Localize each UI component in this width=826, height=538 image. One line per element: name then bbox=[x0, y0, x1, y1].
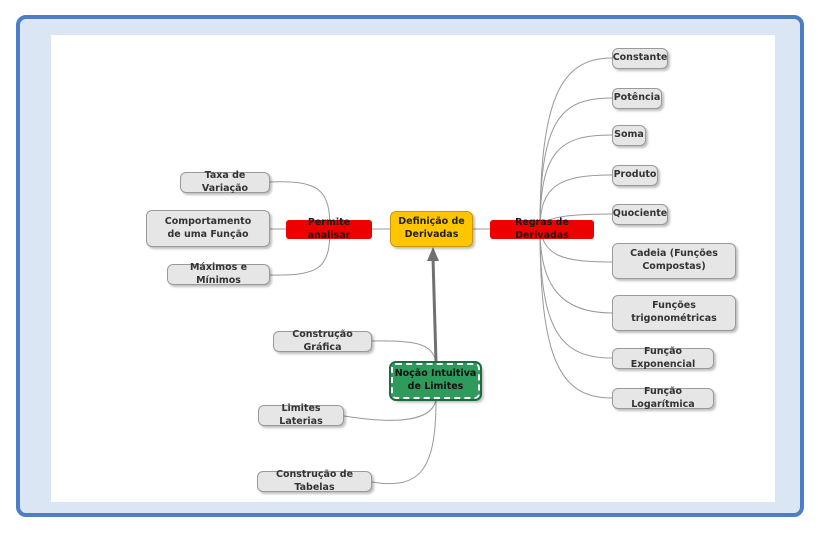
right-item[interactable]: Funções trigonométricas bbox=[612, 295, 736, 331]
right-hub[interactable]: Regras de Derivadas bbox=[490, 217, 594, 241]
left-item[interactable]: Máximos e Mínimos bbox=[167, 262, 270, 286]
link-exponencial bbox=[539, 228, 613, 359]
link-potencia bbox=[539, 97, 613, 230]
right-item[interactable]: Quociente bbox=[612, 204, 668, 225]
link-produto bbox=[539, 174, 613, 230]
arrow-line bbox=[431, 257, 438, 363]
arrow-head bbox=[427, 247, 439, 261]
right-item[interactable]: Potência bbox=[612, 88, 662, 109]
right-item[interactable]: Produto bbox=[612, 165, 658, 186]
link-logaritmica bbox=[539, 228, 613, 399]
bottom-item[interactable]: Limites Laterias bbox=[258, 403, 344, 427]
right-hub-label: Regras de Derivadas bbox=[515, 216, 569, 241]
right-item[interactable]: Função Exponencial bbox=[612, 346, 714, 370]
link-taxa bbox=[269, 181, 331, 230]
left-hub[interactable]: Permite analisar bbox=[286, 217, 372, 241]
left-hub-label: Permite analisar bbox=[307, 216, 351, 241]
left-item[interactable]: Comportamento de uma Função bbox=[146, 210, 270, 247]
center-node[interactable]: Definição de Derivadas bbox=[390, 211, 473, 247]
bottom-item[interactable]: Construção Gráfica bbox=[273, 329, 372, 353]
intuitive-hub[interactable]: Noção Intuitiva de Limites bbox=[389, 361, 482, 401]
link-maximos bbox=[269, 228, 331, 276]
link-limites-laterias bbox=[343, 399, 437, 421]
link-construcao-tabelas bbox=[371, 399, 437, 485]
intuitive-hub-label: Noção Intuitiva de Limites bbox=[394, 368, 477, 392]
left-item[interactable]: Taxa de Variação bbox=[180, 170, 270, 194]
link-construcao-grafica bbox=[371, 340, 437, 363]
right-item[interactable]: Constante bbox=[612, 48, 668, 69]
right-item[interactable]: Cadeia (Funções Compostas) bbox=[612, 243, 736, 279]
link-trig bbox=[539, 228, 613, 314]
bottom-item[interactable]: Construção de Tabelas bbox=[257, 469, 372, 493]
right-item[interactable]: Soma bbox=[612, 125, 646, 146]
right-item[interactable]: Função Logarítmica bbox=[612, 386, 714, 410]
link-soma bbox=[539, 134, 613, 230]
link-constante bbox=[539, 57, 613, 230]
center-label: Definição de Derivadas bbox=[398, 216, 465, 240]
